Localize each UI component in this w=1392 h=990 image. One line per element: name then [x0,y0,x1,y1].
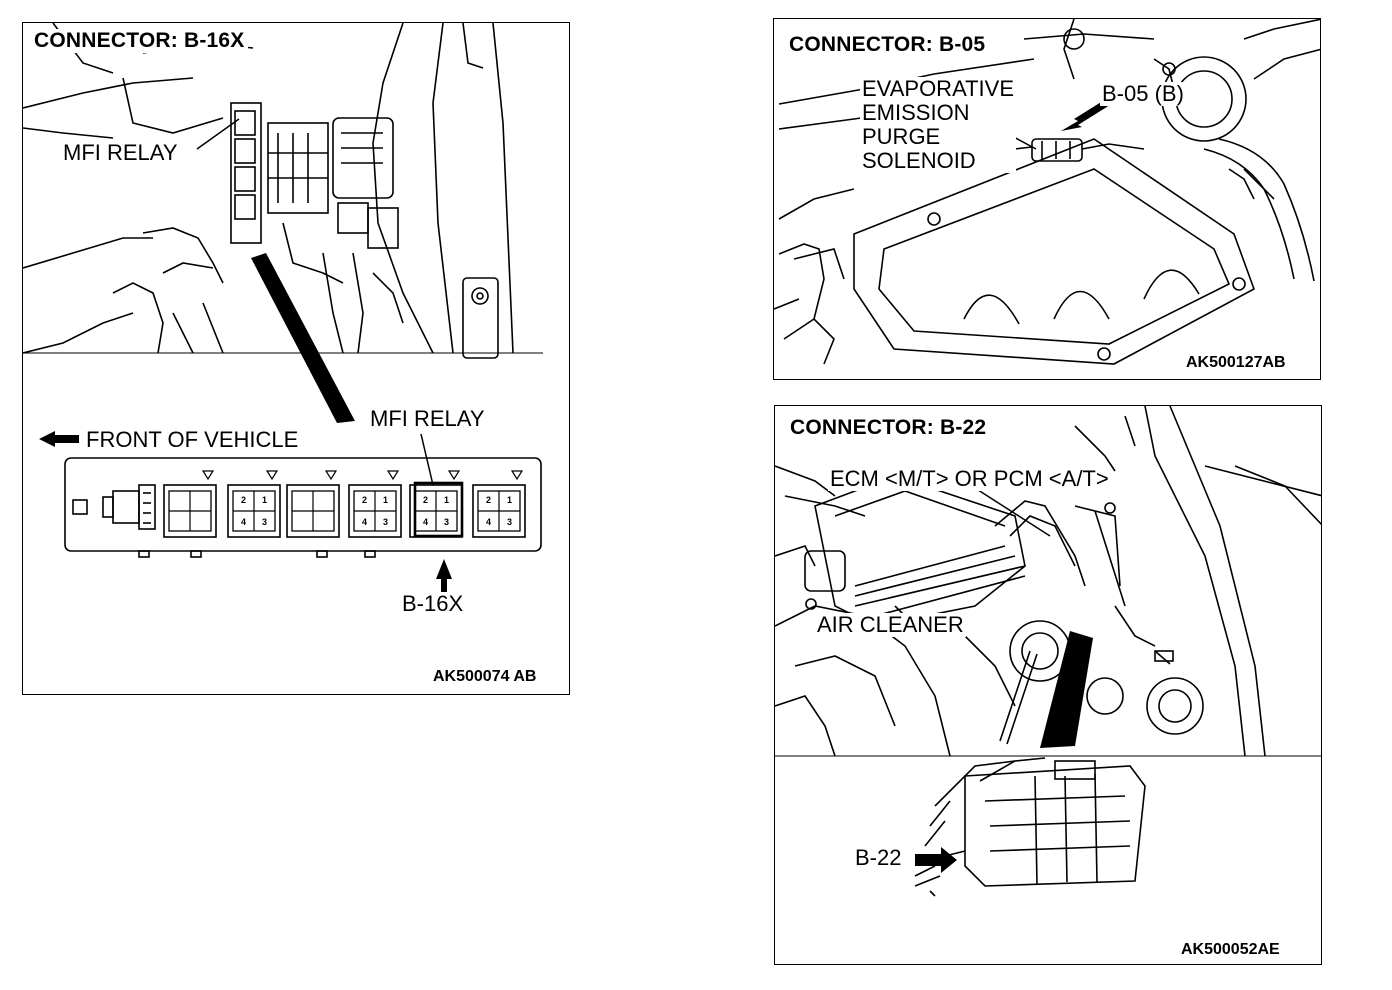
engine-top-illustration [774,19,1320,365]
engine-bay-relay-illustration: 2 1 4 3 2 1 4 3 2 1 4 3 2 1 4 3 [23,23,543,609]
pin-number: 1 [383,495,388,505]
front-of-vehicle-label: FRONT OF VEHICLE [84,427,301,452]
panel-connector-b22: CONNECTOR: B-22 ECM <M/T> OR PCM <A/T> A… [774,405,1322,965]
panel-title: CONNECTOR: B-22 [787,416,990,440]
pin-number: 2 [423,495,428,505]
pin-number: 3 [444,517,449,527]
panel-title: CONNECTOR: B-05 [786,33,989,57]
relay-socket: 2 1 4 3 [409,470,463,538]
figure-code: AK500127AB [1184,354,1288,372]
relay-socket [163,470,217,538]
mfi-relay-label-bottom: MFI RELAY [368,406,487,431]
pin-number: 4 [423,517,428,527]
socket-orientation-marker [386,470,400,481]
socket-orientation-marker [265,470,279,481]
pin-number: 1 [262,495,267,505]
socket-orientation-marker [324,470,338,481]
connector-b16x-label: B-16X [400,591,466,616]
figure-code: AK500074 AB [431,668,539,686]
socket-orientation-marker [447,470,461,481]
mfi-relay-label-top: MFI RELAY [61,140,180,165]
relay-socket: 2 1 4 3 [472,470,526,538]
pin-number: 4 [486,517,491,527]
pin-number: 4 [362,517,367,527]
purge-solenoid-label: EVAPORATIVE EMISSION PURGE SOLENOID [860,76,1017,173]
connector-b05-label: B-05 (B) [1100,81,1186,106]
ecm-pcm-label: ECM <M/T> OR PCM <A/T> [828,466,1111,491]
air-cleaner-label: AIR CLEANER [815,612,966,637]
pin-number: 2 [486,495,491,505]
socket-orientation-marker [510,470,524,481]
relay-socket: 2 1 4 3 [348,470,402,538]
pin-number: 2 [362,495,367,505]
ecm-location-illustration [775,406,1321,897]
pin-number: 3 [383,517,388,527]
component-line-4: SOLENOID [862,148,976,173]
figure-code: AK500052AE [1179,941,1282,959]
component-line-1: EVAPORATIVE [862,76,1015,101]
pin-number: 1 [444,495,449,505]
relay-socket [286,470,340,538]
panel-connector-b05: CONNECTOR: B-05 EVAPORATIVE EMISSION PUR… [773,18,1321,380]
relay-sockets-group: 2 1 4 3 2 1 4 3 2 1 4 3 2 1 4 3 [163,470,526,538]
pin-number: 2 [241,495,246,505]
socket-orientation-marker [201,470,215,481]
pin-number: 3 [262,517,267,527]
component-line-3: PURGE [862,124,941,149]
panel-title: CONNECTOR: B-16X [31,29,248,53]
pin-number: 3 [507,517,512,527]
pin-number: 4 [241,517,246,527]
pin-number: 1 [507,495,512,505]
panel-connector-b16x: 2 1 4 3 2 1 4 3 2 1 4 3 2 1 4 3 CONNECTOR: B-16X MFI RE… [22,22,570,695]
relay-socket: 2 1 4 3 [227,470,281,538]
connector-b22-label: B-22 [853,845,904,870]
component-line-2: EMISSION [862,100,970,125]
